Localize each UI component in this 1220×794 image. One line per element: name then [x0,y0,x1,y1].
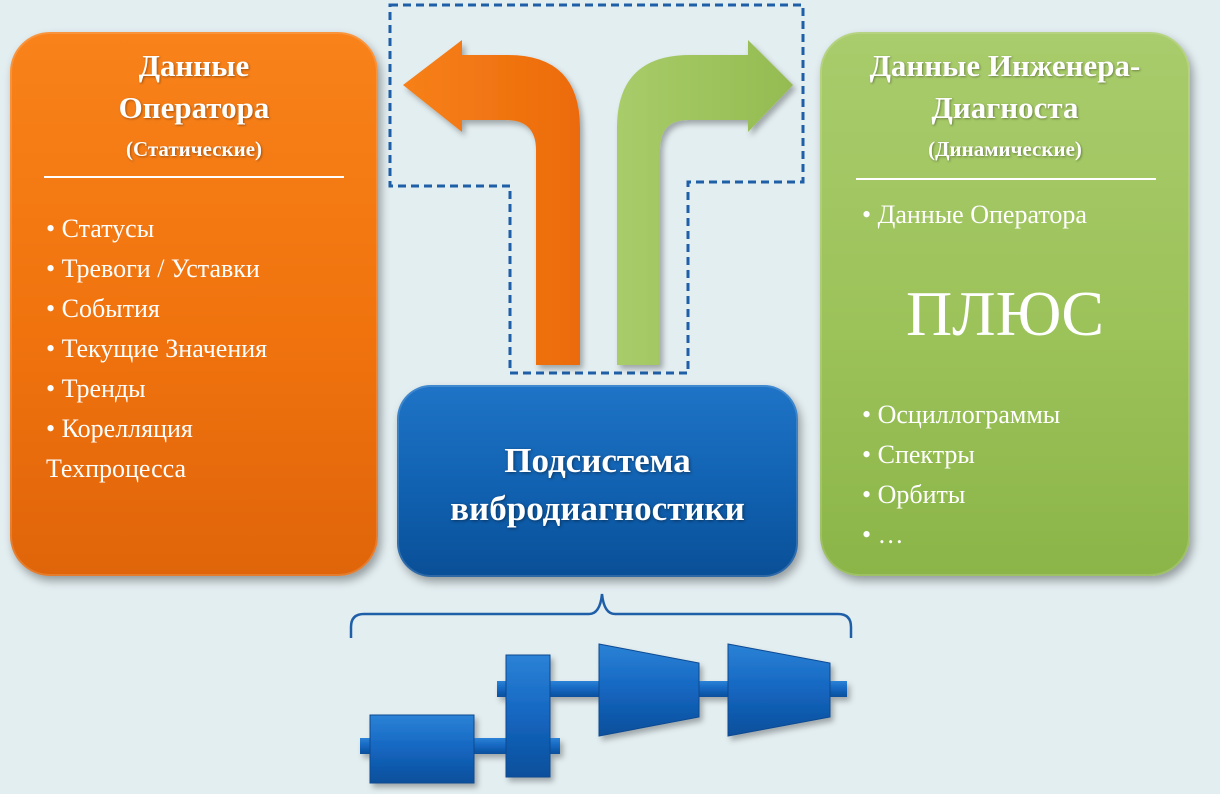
list-item: • Тренды [46,374,146,403]
operator-list: • Статусы • Тревоги / Уставки • События … [46,209,267,489]
green-arrow-icon [617,40,793,365]
list-item: • Статусы [46,214,155,243]
operator-title-line2: Оператора [118,90,270,125]
operator-title-line1: Данные [138,48,250,83]
list-item: • Корелляция [46,414,193,443]
compressor-stage-1 [598,643,700,737]
motor-block [369,714,475,784]
list-item: • Орбиты [862,480,966,509]
list-item: Техпроцесса [46,454,187,483]
engineer-title-line1: Данные Инженера- [869,48,1141,83]
list-item: • … [862,520,904,549]
compressor-stage-2 [727,643,831,737]
list-item: • Текущие Значения [46,334,268,363]
brace-icon [349,593,853,638]
orange-arrow-icon [403,40,580,365]
engineer-list-bottom: • Осциллограммы • Спектры • Орбиты • … [862,395,1060,555]
engineer-title-line2: Диагноста [931,90,1079,125]
list-item: • Осциллограммы [862,400,1061,429]
subsystem-title: Подсистема вибродиагностики [397,437,798,533]
subsystem-title-line1: Подсистема [504,441,691,480]
operator-divider [44,176,344,178]
subsystem-title-line2: вибродиагностики [450,489,745,528]
engineer-divider [856,178,1156,180]
operator-subtitle: (Статические) [125,137,263,161]
machine-train-icon [360,643,847,784]
dashed-outline [388,3,805,375]
list-item: • Спектры [862,440,975,469]
coupling-block [505,654,551,778]
plus-label: ПЛЮС [905,278,1105,349]
engineer-list-top: • Данные Оператора [862,195,1087,235]
vibration-subsystem-box: Подсистема вибродиагностики [397,385,798,577]
list-item: • Данные Оператора [862,200,1087,229]
engineer-data-box: Данные Инженера- Диагноста (Динамические… [820,32,1190,576]
list-item: • События [46,294,160,323]
engineer-subtitle: (Динамические) [928,137,1082,161]
operator-data-box: Данные Оператора (Статические) • Статусы… [10,32,378,576]
list-item: • Тревоги / Уставки [46,254,260,283]
